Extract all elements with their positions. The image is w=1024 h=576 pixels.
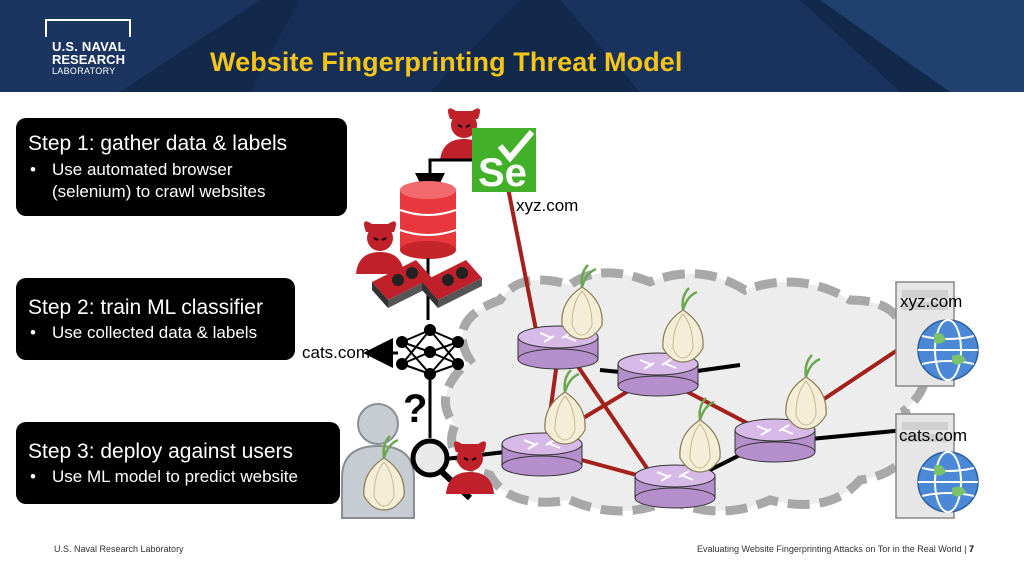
logo-line-3: LABORATORY xyxy=(52,66,116,76)
logo-line-1: U.S. NAVAL xyxy=(52,39,126,54)
header-banner: U.S. NAVAL RESEARCH LABORATORY Website F… xyxy=(0,0,1024,92)
slide-title: Website Fingerprinting Threat Model xyxy=(210,47,683,77)
logo-line-2: RESEARCH xyxy=(52,52,125,67)
database-icon xyxy=(399,181,457,259)
header-pattern xyxy=(0,0,1024,92)
footer-left: U.S. Naval Research Laboratory xyxy=(54,544,184,554)
prediction-label: cats.com xyxy=(302,343,371,362)
step-3-heading: Step 3: deploy against users xyxy=(28,440,294,463)
logo-bracket xyxy=(45,19,131,37)
step-2-box: Step 2: train ML classifier • Use collect… xyxy=(16,278,295,360)
bullet-dot: • xyxy=(30,160,36,179)
site-label-xyz: xyz.com xyxy=(900,292,963,311)
bullet-dot: • xyxy=(30,323,36,342)
step-1-bullet-1: • Use automated browser xyxy=(30,159,232,181)
footer-separator: | xyxy=(964,544,967,554)
neural-network-icon xyxy=(396,324,464,380)
step-1-box: Step 1: gather data & labels • Use automa… xyxy=(16,118,347,216)
site-label-selenium: xyz.com xyxy=(516,196,579,215)
crawl-flow-arrow xyxy=(415,158,472,203)
step-1-text-2: (selenium) to crawl websites xyxy=(52,182,266,201)
footer-talk-title: Evaluating Website Fingerprinting Attack… xyxy=(696,544,962,554)
step-3-bullet-1: • Use ML model to predict website xyxy=(30,466,298,488)
step-1-text-1: Use automated browser xyxy=(52,160,233,179)
step-3-box: Step 3: deploy against users • Use ML mod… xyxy=(16,422,340,504)
selenium-logo-text: Se xyxy=(478,151,527,195)
footer-right: Evaluating Website Fingerprinting Attack… xyxy=(697,544,974,554)
step-3-text-1: Use ML model to predict website xyxy=(52,467,298,486)
step-2-text-1: Use collected data & labels xyxy=(52,323,258,342)
nrl-logo: U.S. NAVAL RESEARCH LABORATORY xyxy=(44,18,132,76)
attacker-devil-icon xyxy=(355,220,405,275)
site-label-cats: cats.com xyxy=(899,426,968,445)
step-1-heading: Step 1: gather data & labels xyxy=(28,132,288,155)
bullet-dot: • xyxy=(30,467,36,486)
step-2-bullet-1: • Use collected data & labels xyxy=(30,322,257,344)
step-2-heading: Step 2: train ML classifier xyxy=(28,296,263,319)
magnifier-icon xyxy=(410,438,450,478)
page-number: 7 xyxy=(968,544,974,554)
gpu-icon xyxy=(422,260,482,308)
question-mark: ? xyxy=(403,387,427,431)
checkmark-icon xyxy=(497,130,535,163)
